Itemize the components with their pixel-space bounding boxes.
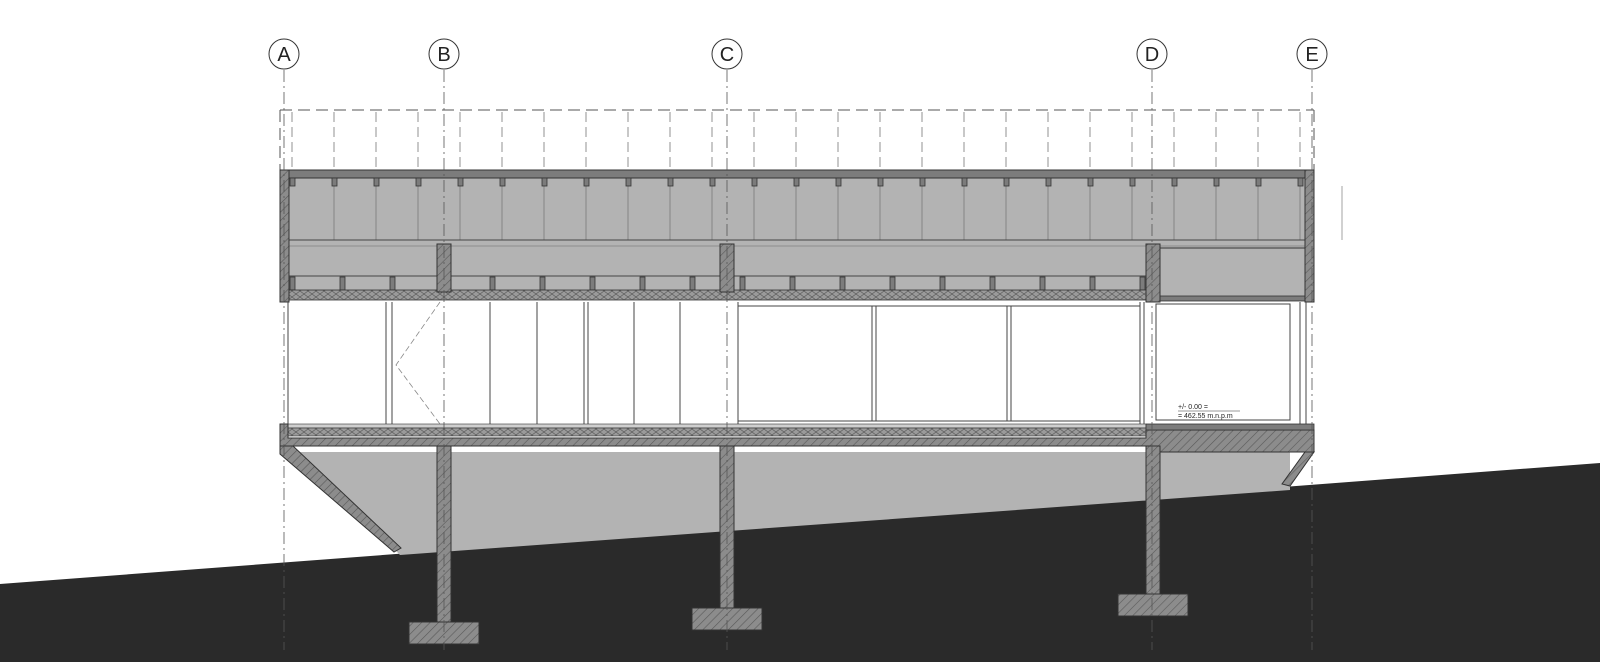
- ceiling-joist: [539, 276, 546, 291]
- left-outer-wall: [279, 169, 290, 303]
- grid-label-b: B: [437, 44, 450, 66]
- roof-joist: [1171, 177, 1178, 187]
- ceiling-joist: [489, 276, 496, 291]
- ceiling-joist: [989, 276, 996, 291]
- floor-insulation: [287, 427, 1147, 437]
- grid-label-a: A: [277, 44, 291, 66]
- roof-joist: [331, 177, 338, 187]
- roof-joist: [373, 177, 380, 187]
- grid-bubble-d: D: [1136, 38, 1168, 70]
- ceiling-joist: [1089, 276, 1096, 291]
- grid-label-d: D: [1145, 44, 1159, 66]
- ceiling-joist: [739, 276, 746, 291]
- level-marker-line1: +/- 0.00 =: [1178, 404, 1208, 411]
- column-d-upper: [1145, 243, 1161, 303]
- roof-joist: [415, 177, 422, 187]
- roof-joist: [1003, 177, 1010, 187]
- roof-joist: [877, 177, 884, 187]
- roof-dashed-ribs: [291, 112, 1301, 170]
- grid-label-c: C: [720, 44, 734, 66]
- ceiling-joists: [288, 275, 1146, 291]
- grid-label-e: E: [1305, 44, 1318, 66]
- roof-joist: [1129, 177, 1136, 187]
- roof-joist: [961, 177, 968, 187]
- floor-finish: [287, 423, 1147, 429]
- grid-bubble-c: C: [711, 38, 743, 70]
- column-d-lower: [1145, 445, 1161, 595]
- grid-bubble-a: A: [268, 38, 300, 70]
- ceiling-joist: [339, 276, 346, 291]
- roof-joist: [1087, 177, 1094, 187]
- right-outer-wall: [1304, 169, 1315, 303]
- roof-slab: [279, 169, 1315, 179]
- roof-dashed-outline: [279, 109, 1315, 172]
- roof-joist: [289, 177, 296, 187]
- grid-bubble-e: E: [1296, 38, 1328, 70]
- grid-axis-lines: [283, 70, 1313, 650]
- roof-joist: [793, 177, 800, 187]
- ground-terrain: [0, 463, 1600, 662]
- ceiling-joist: [639, 276, 646, 291]
- right-diagonal-wall: [1281, 451, 1315, 487]
- ceiling-joist: [589, 276, 596, 291]
- ceiling-joist: [389, 276, 396, 291]
- ceiling-joist: [939, 276, 946, 291]
- ceiling-beam-right: [1159, 295, 1311, 302]
- roof-joist: [499, 177, 506, 187]
- roof-joist: [835, 177, 842, 187]
- ceiling-insulation: [287, 289, 1149, 301]
- roof-joist: [1045, 177, 1052, 187]
- ceiling-joist: [889, 276, 896, 291]
- floor-slab-right-step: [1145, 423, 1315, 431]
- ceiling-joist: [1039, 276, 1046, 291]
- ceiling-joist: [789, 276, 796, 291]
- glazing-elevation: [287, 302, 1307, 424]
- roof-joists: [289, 177, 1343, 240]
- roof-joist: [583, 177, 590, 187]
- roof-joist: [541, 177, 548, 187]
- roof-joist: [709, 177, 716, 187]
- roof-joist: [667, 177, 674, 187]
- level-marker-line2: = 462.55 m.n.p.m: [1178, 413, 1233, 420]
- ceiling-joist: [1139, 276, 1146, 291]
- level-marker: +/- 0.00 = = 462.55 m.n.p.m: [1178, 404, 1240, 420]
- roof-joist: [919, 177, 926, 187]
- roof-joist: [1297, 177, 1304, 187]
- roof-joist: [751, 177, 758, 187]
- substructure-void-fill: [300, 452, 1290, 555]
- roof-joist: [457, 177, 464, 187]
- grid-bubble-b: B: [428, 38, 460, 70]
- roof-joist: [625, 177, 632, 187]
- footing-d: [1117, 593, 1189, 617]
- door-swing-lines: [395, 301, 441, 425]
- roof-zone-right-box: [1159, 247, 1311, 299]
- ceiling-joist: [839, 276, 846, 291]
- ceiling-joist: [289, 276, 296, 291]
- ceiling-joist: [689, 276, 696, 291]
- roof-joist: [1255, 177, 1262, 187]
- left-diagonal-wall: [279, 445, 402, 553]
- roof-joist: [1213, 177, 1220, 187]
